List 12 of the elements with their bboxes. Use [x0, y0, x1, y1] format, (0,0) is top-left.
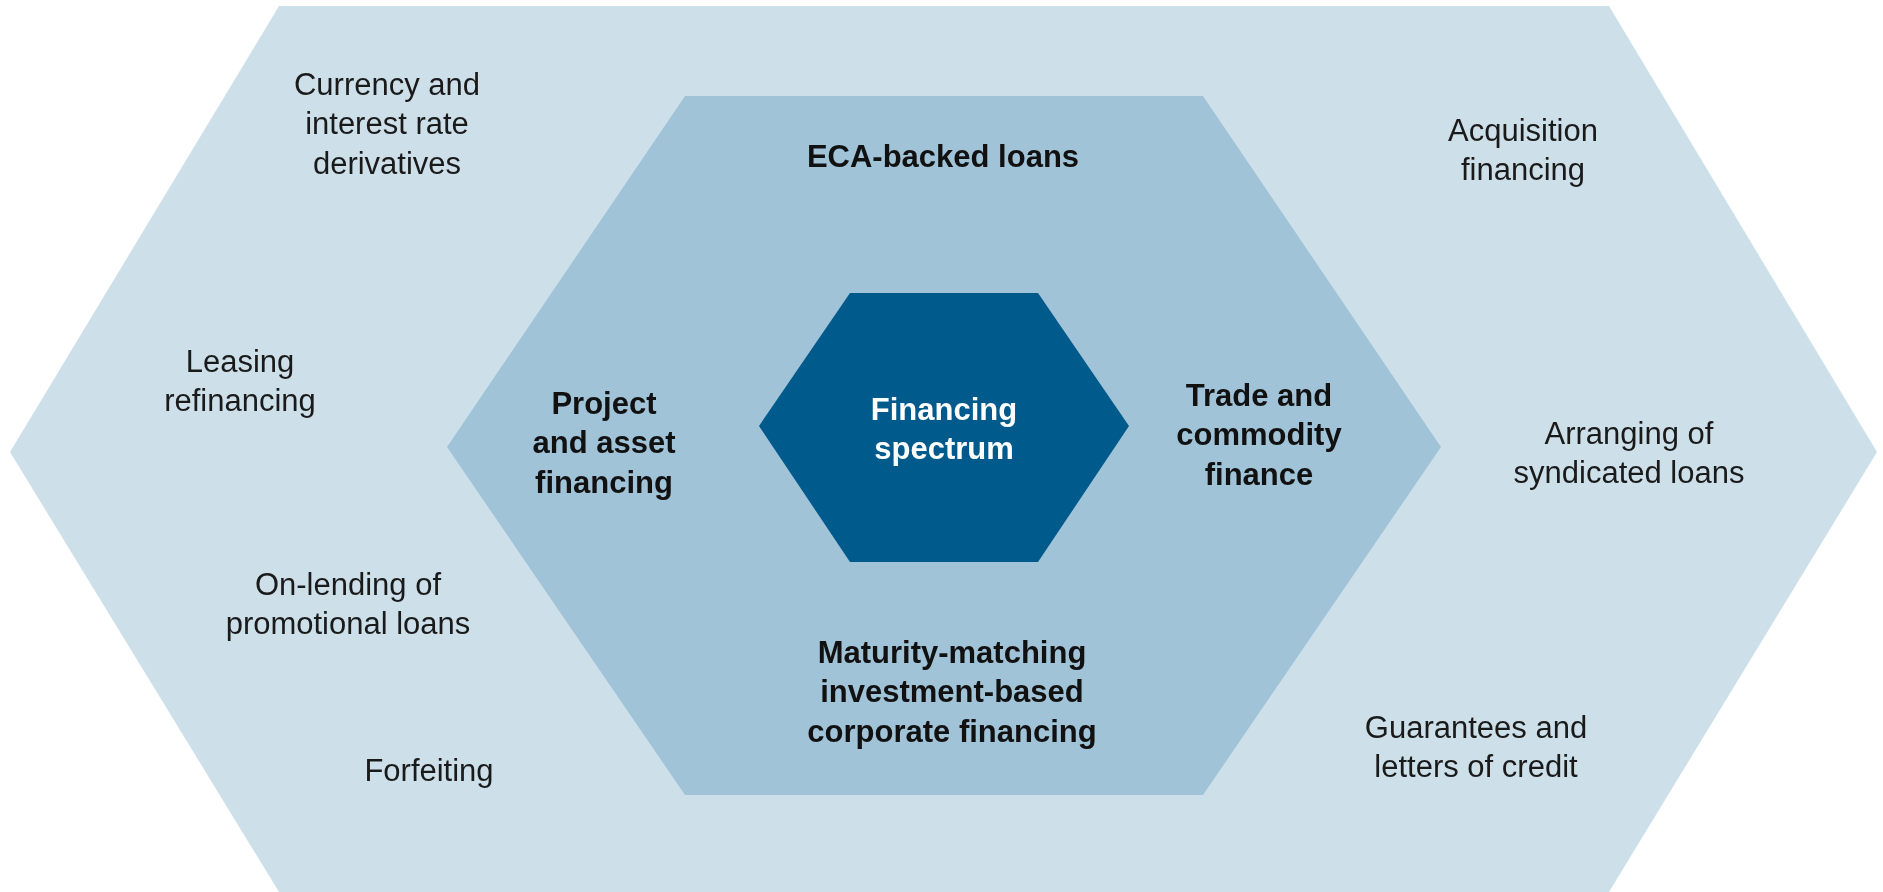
service-text: Leasing refinancing: [163, 342, 317, 420]
service-text: Arranging of syndicated loans: [1512, 414, 1746, 492]
service-text: Acquisition financing: [1447, 111, 1599, 189]
service-text: On-lending of promotional loans: [224, 565, 472, 643]
category-heading: Project and asset financing: [531, 384, 677, 502]
center-title: Financing spectrum: [869, 390, 1019, 468]
service-text: Guarantees and letters of credit: [1363, 708, 1589, 786]
category-heading: ECA-backed loans: [806, 138, 1080, 177]
service-text: Forfeiting: [364, 752, 494, 791]
category-heading: Maturity-matching investment-based corporate financing: [806, 633, 1098, 751]
category-heading: Trade and commodity finance: [1175, 376, 1343, 494]
service-text: Currency and interest rate derivatives: [292, 65, 482, 183]
